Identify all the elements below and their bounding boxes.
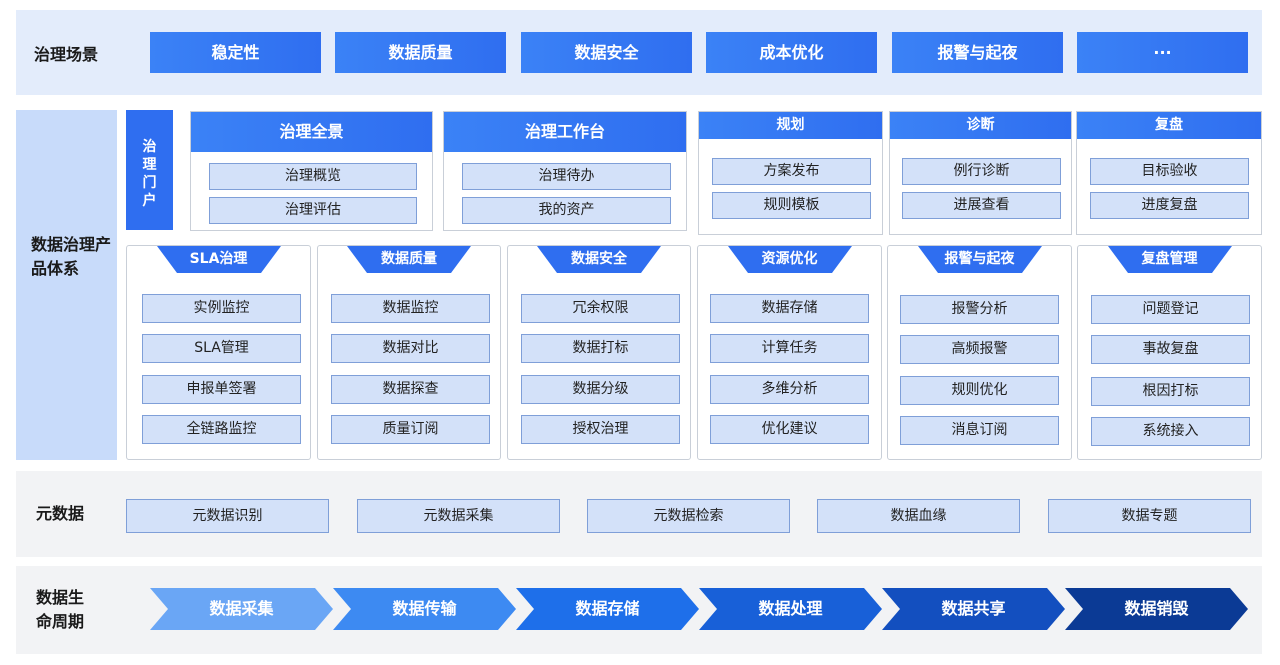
lifecycle-stage-share[interactable]: 数据共享 (882, 588, 1065, 630)
lifecycle-label-line1: 数据生 (36, 588, 85, 607)
lifecycle-band-label: 数据生 命周期 (36, 586, 106, 634)
lifecycle-stage-transmit[interactable]: 数据传输 (333, 588, 516, 630)
module-chip[interactable]: 高频报警 (900, 335, 1059, 364)
scene-stability[interactable]: 稳定性 (150, 32, 321, 73)
module-chip[interactable]: 数据存储 (710, 294, 869, 323)
module-chip[interactable]: 规则优化 (900, 376, 1059, 405)
lifecycle-stage-collect[interactable]: 数据采集 (150, 588, 333, 630)
metadata-chip[interactable]: 数据专题 (1048, 499, 1251, 533)
diagnose-panel: 诊断 例行诊断 进展查看 (889, 111, 1072, 235)
diagnose-progress-chip[interactable]: 进展查看 (902, 192, 1061, 219)
plan-title[interactable]: 规划 (699, 112, 882, 139)
lifecycle-stage-store[interactable]: 数据存储 (516, 588, 699, 630)
diagnose-routine-chip[interactable]: 例行诊断 (902, 158, 1061, 185)
module-chip[interactable]: 消息订阅 (900, 416, 1059, 445)
module-chip[interactable]: 全链路监控 (142, 415, 301, 444)
scene-band: 治理场景 稳定性 数据质量 数据安全 成本优化 报警与起夜 ··· (16, 10, 1262, 95)
overview-summary-chip[interactable]: 治理概览 (209, 163, 417, 190)
metadata-chip[interactable]: 元数据识别 (126, 499, 329, 533)
module-sla: SLA治理 实例监控 SLA管理 申报单签署 全链路监控 (126, 245, 311, 460)
module-data-security: 数据安全 冗余权限 数据打标 数据分级 授权治理 (507, 245, 691, 460)
workbench-panel: 治理工作台 治理待办 我的资产 (443, 111, 687, 231)
plan-template-chip[interactable]: 规则模板 (712, 192, 871, 219)
module-chip[interactable]: 根因打标 (1091, 377, 1250, 406)
plan-panel: 规划 方案发布 规则模板 (698, 111, 883, 235)
product-band-label: 数据治理产品体系 (31, 235, 112, 278)
metadata-band: 元数据 元数据识别 元数据采集 元数据检索 数据血缘 数据专题 (16, 471, 1262, 557)
module-chip[interactable]: 数据探查 (331, 375, 490, 404)
module-chip[interactable]: 报警分析 (900, 295, 1059, 324)
module-resource-optimization-title[interactable]: 资源优化 (727, 246, 852, 273)
module-chip[interactable]: 事故复盘 (1091, 335, 1250, 364)
review-title[interactable]: 复盘 (1077, 112, 1261, 139)
module-chip[interactable]: 优化建议 (710, 415, 869, 444)
module-chip[interactable]: 多维分析 (710, 375, 869, 404)
overview-evaluation-chip[interactable]: 治理评估 (209, 197, 417, 224)
plan-publish-chip[interactable]: 方案发布 (712, 158, 871, 185)
lifecycle-stage-process[interactable]: 数据处理 (699, 588, 882, 630)
module-data-quality: 数据质量 数据监控 数据对比 数据探查 质量订阅 (317, 245, 501, 460)
module-chip[interactable]: SLA管理 (142, 334, 301, 363)
module-resource-optimization: 资源优化 数据存储 计算任务 多维分析 优化建议 (697, 245, 882, 460)
portal-char: 理 (142, 157, 157, 173)
module-chip[interactable]: 数据打标 (521, 334, 680, 363)
review-progress-chip[interactable]: 进度复盘 (1090, 192, 1249, 219)
module-chip[interactable]: 数据监控 (331, 294, 490, 323)
module-chip[interactable]: 质量订阅 (331, 415, 490, 444)
metadata-chip[interactable]: 数据血缘 (817, 499, 1020, 533)
metadata-chip[interactable]: 元数据检索 (587, 499, 790, 533)
diagnose-title[interactable]: 诊断 (890, 112, 1071, 139)
module-review-management-title[interactable]: 复盘管理 (1107, 246, 1232, 273)
module-chip[interactable]: 授权治理 (521, 415, 680, 444)
lifecycle-band: 数据生 命周期 数据采集 数据传输 数据存储 数据处理 数据共享 数据销毁 (16, 566, 1262, 654)
scene-alerts[interactable]: 报警与起夜 (892, 32, 1063, 73)
overview-panel: 治理全景 治理概览 治理评估 (190, 111, 433, 231)
portal-char: 户 (142, 193, 157, 209)
module-alerts-title[interactable]: 报警与起夜 (917, 246, 1042, 273)
module-chip[interactable]: 实例监控 (142, 294, 301, 323)
review-acceptance-chip[interactable]: 目标验收 (1090, 158, 1249, 185)
module-data-security-title[interactable]: 数据安全 (537, 246, 661, 273)
lifecycle-stage-destroy[interactable]: 数据销毁 (1065, 588, 1248, 630)
module-alerts: 报警与起夜 报警分析 高频报警 规则优化 消息订阅 (887, 245, 1072, 460)
module-chip[interactable]: 冗余权限 (521, 294, 680, 323)
module-chip[interactable]: 数据对比 (331, 334, 490, 363)
workbench-todo-chip[interactable]: 治理待办 (462, 163, 671, 190)
metadata-band-label: 元数据 (36, 504, 85, 523)
overview-title[interactable]: 治理全景 (191, 112, 432, 152)
governance-portal-tag: 治 理 门 户 (126, 110, 173, 230)
workbench-assets-chip[interactable]: 我的资产 (462, 197, 671, 224)
portal-char: 治 (142, 139, 157, 155)
scene-more[interactable]: ··· (1077, 32, 1248, 73)
scene-band-label: 治理场景 (34, 45, 99, 64)
scene-cost-optimization[interactable]: 成本优化 (706, 32, 877, 73)
scene-data-security[interactable]: 数据安全 (521, 32, 692, 73)
module-chip[interactable]: 系统接入 (1091, 417, 1250, 446)
product-band: 数据治理产品体系 (16, 110, 117, 460)
module-chip[interactable]: 申报单签署 (142, 375, 301, 404)
module-chip[interactable]: 数据分级 (521, 375, 680, 404)
review-panel: 复盘 目标验收 进度复盘 (1076, 111, 1262, 235)
module-data-quality-title[interactable]: 数据质量 (347, 246, 471, 273)
scene-data-quality[interactable]: 数据质量 (335, 32, 506, 73)
metadata-chip[interactable]: 元数据采集 (357, 499, 560, 533)
lifecycle-label-line2: 命周期 (36, 612, 85, 631)
module-chip[interactable]: 问题登记 (1091, 295, 1250, 324)
module-sla-title[interactable]: SLA治理 (156, 246, 281, 273)
portal-char: 门 (142, 175, 157, 191)
module-review-management: 复盘管理 问题登记 事故复盘 根因打标 系统接入 (1077, 245, 1262, 460)
module-chip[interactable]: 计算任务 (710, 334, 869, 363)
workbench-title[interactable]: 治理工作台 (444, 112, 686, 152)
